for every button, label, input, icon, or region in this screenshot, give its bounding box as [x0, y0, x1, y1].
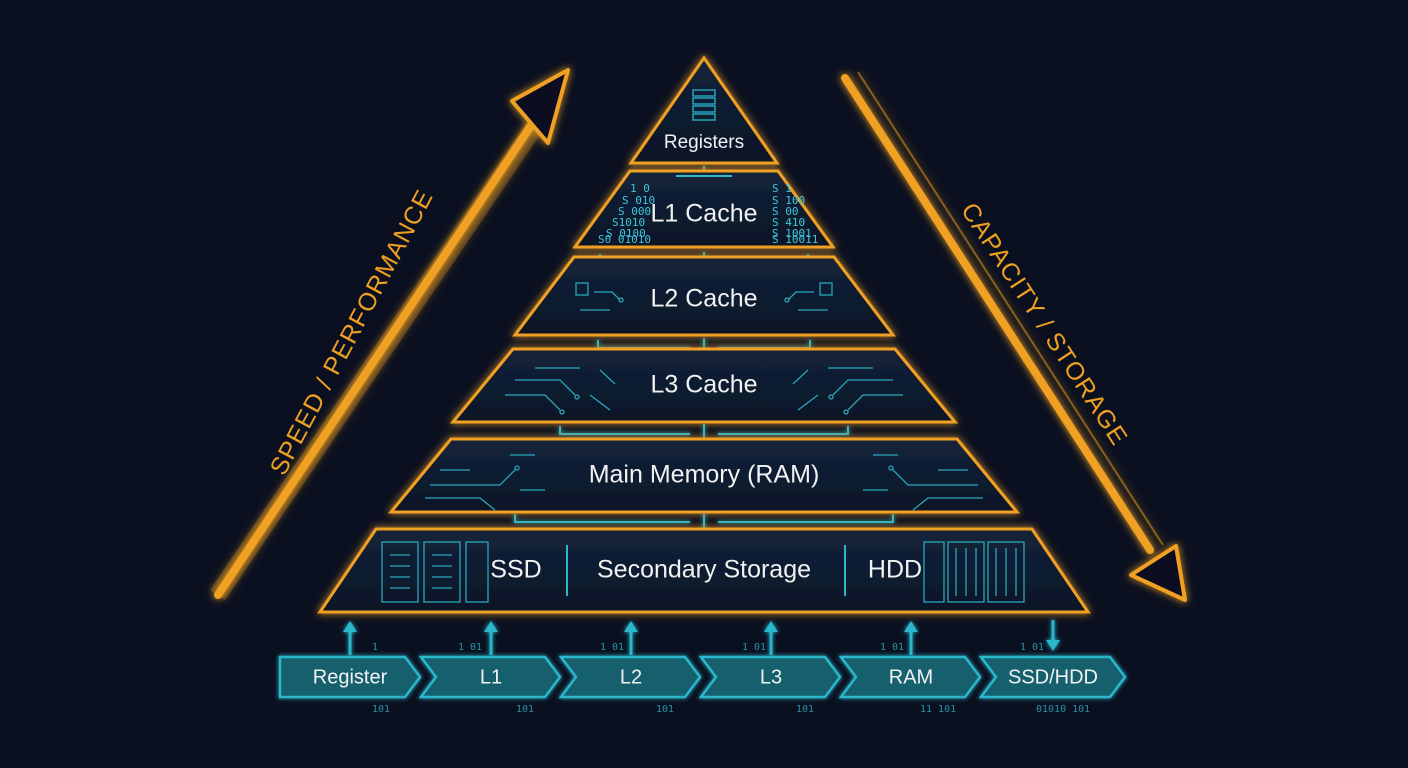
- svg-text:S 1: S 1: [772, 182, 792, 195]
- svg-text:1 01: 1 01: [458, 642, 482, 653]
- speed-axis-label: SPEED / PERFORMANCE: [265, 185, 440, 480]
- tier-label-l1-cache: L1 Cache: [650, 200, 757, 228]
- svg-text:S 410: S 410: [772, 216, 805, 229]
- tier-label-registers: Registers: [664, 132, 744, 153]
- tier-secondary-storage: SSD Secondary Storage HDD: [317, 527, 1091, 614]
- svg-text:S 1001: S 1001: [772, 227, 812, 240]
- l1-binary-left: 1 0 S 010 S 000 S1010 S 0100 S0 01010: [598, 182, 655, 246]
- svg-text:S 0100: S 0100: [606, 227, 646, 240]
- arrow-up-icon: [343, 621, 357, 632]
- l2-circuit-right: [784, 282, 833, 311]
- svg-text:1 0: 1 0: [630, 182, 650, 195]
- l2-circuit-left: [575, 282, 624, 311]
- tier-label-l2-cache: L2 Cache: [650, 285, 757, 313]
- capacity-axis-label: CAPACITY / STORAGE: [955, 198, 1133, 451]
- tier-l2-cache: L2 Cache: [511, 255, 897, 337]
- flow-binary-top: 1 1 01 1 01 1 01 1 01 1 01: [372, 642, 1044, 653]
- pyramid: Registers 1 0 S 010 S 000 S1010 S 0100 S…: [317, 55, 1091, 614]
- tier-label-l3-cache: L3 Cache: [650, 371, 757, 399]
- flow-step-label-l3: L3: [760, 666, 782, 688]
- flow-step-label-register: Register: [313, 666, 388, 688]
- tier-main-memory: Main Memory (RAM): [387, 437, 1021, 514]
- svg-text:1 01: 1 01: [880, 642, 904, 653]
- arrow-up-icon: [764, 621, 778, 632]
- tier-label-hdd: HDD: [868, 556, 922, 584]
- flow-binary-bottom: 101 101 101 101 11 101 01010 101: [372, 704, 1090, 715]
- svg-text:S1010: S1010: [612, 216, 645, 229]
- tier-l1-cache: 1 0 S 010 S 000 S1010 S 0100 S0 01010 S …: [572, 169, 836, 249]
- svg-text:S0 01010: S0 01010: [598, 233, 651, 246]
- flow-step-label-l1: L1: [480, 666, 502, 688]
- flow-row: 1 1 01 1 01 1 01 1 01 1 01 101 101 101 1…: [278, 620, 1127, 715]
- flow-step-register: Register: [278, 655, 422, 699]
- svg-text:101: 101: [372, 704, 390, 715]
- svg-text:1 01: 1 01: [1020, 642, 1044, 653]
- arrow-up-icon: [510, 68, 570, 145]
- flow-step-ram: RAM: [838, 655, 982, 699]
- svg-text:1: 1: [372, 642, 378, 653]
- flow-step-label-ssd-hdd: SSD/HDD: [1008, 666, 1098, 688]
- ram-circuit-right: [863, 454, 983, 511]
- svg-text:S 010: S 010: [622, 194, 655, 207]
- capacity-arrow: [841, 71, 1187, 602]
- flow-step-label-ram: RAM: [889, 666, 933, 688]
- flow-step-l3: L3: [698, 655, 842, 699]
- ssd-icon: [381, 541, 489, 603]
- tier-label-main-memory: Main Memory (RAM): [589, 461, 820, 489]
- svg-text:S 00: S 00: [772, 205, 799, 218]
- l1-binary-right: S 1 S 100 S 00 S 410 S 1001 S 10011: [772, 182, 818, 246]
- svg-text:S 10011: S 10011: [772, 233, 818, 246]
- l3-circuit-left: [505, 367, 616, 415]
- svg-text:01010 101: 01010 101: [1036, 704, 1090, 715]
- svg-text:101: 101: [656, 704, 674, 715]
- tier-l3-cache: L3 Cache: [449, 347, 959, 424]
- hdd-icon: [923, 541, 1025, 603]
- tier-label-ssd: SSD: [490, 556, 541, 584]
- svg-text:101: 101: [516, 704, 534, 715]
- arrow-up-icon: [624, 621, 638, 632]
- tier-label-secondary-storage: Secondary Storage: [597, 556, 811, 584]
- speed-arrow: [210, 68, 570, 600]
- flow-arrows: [343, 620, 1060, 655]
- flow-step-ssd-hdd: SSD/HDD: [978, 655, 1127, 699]
- arrow-up-icon: [484, 621, 498, 632]
- l3-circuit-right: [792, 367, 903, 415]
- svg-text:1 01: 1 01: [600, 642, 624, 653]
- flow-step-l2: L2: [558, 655, 702, 699]
- ram-circuit-left: [425, 454, 545, 511]
- flow-step-l1: L1: [418, 655, 562, 699]
- flow-step-label-l2: L2: [620, 666, 642, 688]
- arrow-down-icon: [1129, 544, 1187, 602]
- svg-text:101: 101: [796, 704, 814, 715]
- svg-text:S 000: S 000: [618, 205, 651, 218]
- svg-text:S 100: S 100: [772, 194, 805, 207]
- arrow-up-icon: [904, 621, 918, 632]
- svg-text:11 101: 11 101: [920, 704, 956, 715]
- svg-text:1 01: 1 01: [742, 642, 766, 653]
- register-chip-icon: [692, 89, 716, 121]
- tier-registers: Registers: [628, 55, 780, 165]
- arrow-down-icon: [1046, 640, 1060, 651]
